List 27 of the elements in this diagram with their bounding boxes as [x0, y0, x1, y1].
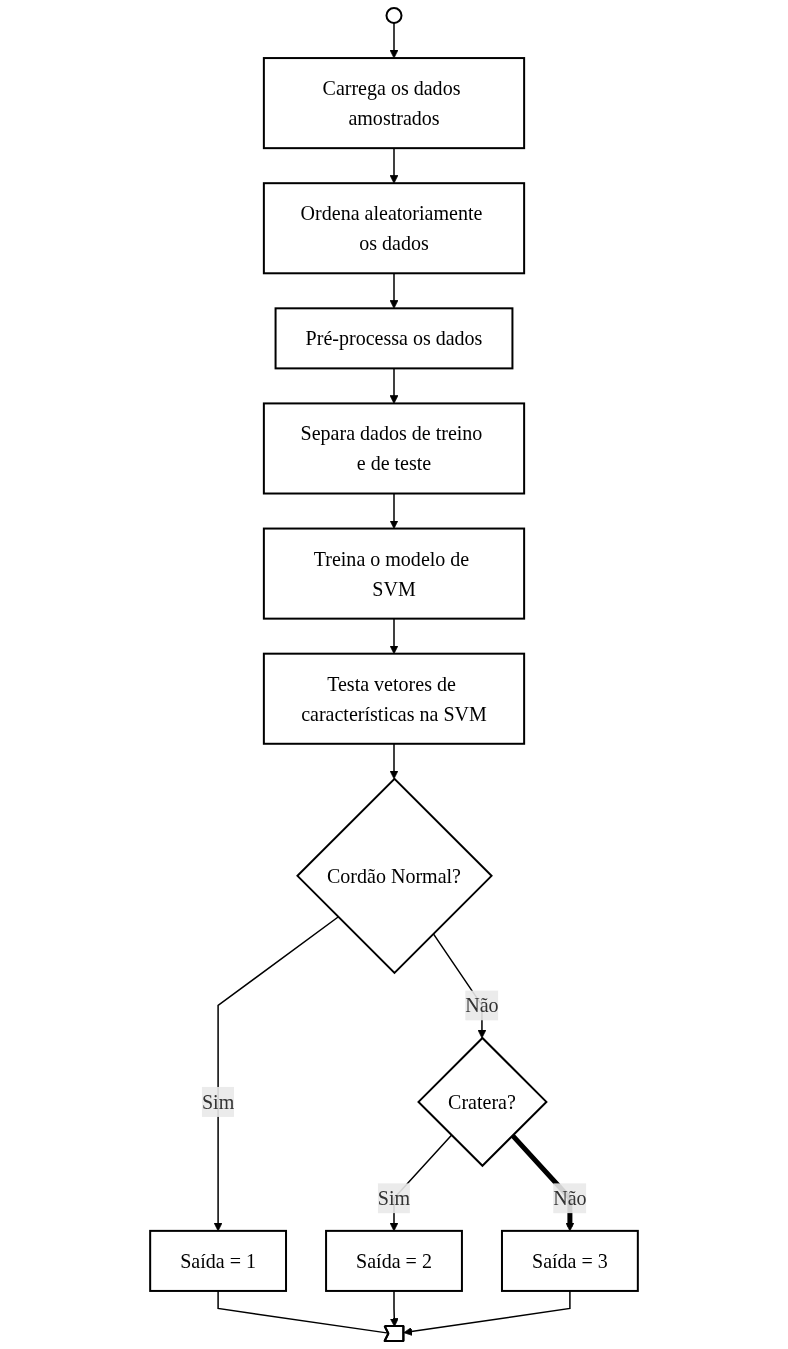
- node-box: Saída = 3: [500, 1229, 639, 1292]
- arrow: [389, 617, 399, 655]
- node-circle: [385, 7, 403, 24]
- edge-label: Não: [465, 994, 499, 1017]
- node-box: Separa dados de treino e de teste: [262, 402, 526, 495]
- edge-label: Sim: [201, 1090, 235, 1113]
- node-diamond: Cordão Normal?: [296, 777, 493, 975]
- node-box: Carrega os dados amostrados: [262, 57, 526, 150]
- node-box: Treina o modelo de SVM: [262, 527, 526, 620]
- edge-label: Não: [553, 1187, 587, 1210]
- arrow: [389, 147, 399, 184]
- arrow: [403, 1290, 571, 1336]
- arrow: [389, 367, 399, 404]
- arrow: [389, 743, 399, 780]
- node-box: Testa vetores de características na SVM: [262, 652, 526, 745]
- arrow: [389, 492, 399, 529]
- arrow: [389, 272, 399, 309]
- node-box: Pré-processa os dados: [274, 307, 514, 370]
- arrow: [213, 916, 339, 1232]
- arrow: [389, 22, 399, 59]
- edge-label: Sim: [377, 1187, 411, 1210]
- node-box: Saída = 2: [325, 1229, 463, 1292]
- node-diamond: Cratera?: [417, 1036, 548, 1168]
- node-box: Saída = 1: [149, 1229, 288, 1292]
- node-box: Ordena aleatoriamente os dados: [262, 182, 526, 275]
- arrow: [389, 1290, 399, 1327]
- connector: [217, 1290, 390, 1334]
